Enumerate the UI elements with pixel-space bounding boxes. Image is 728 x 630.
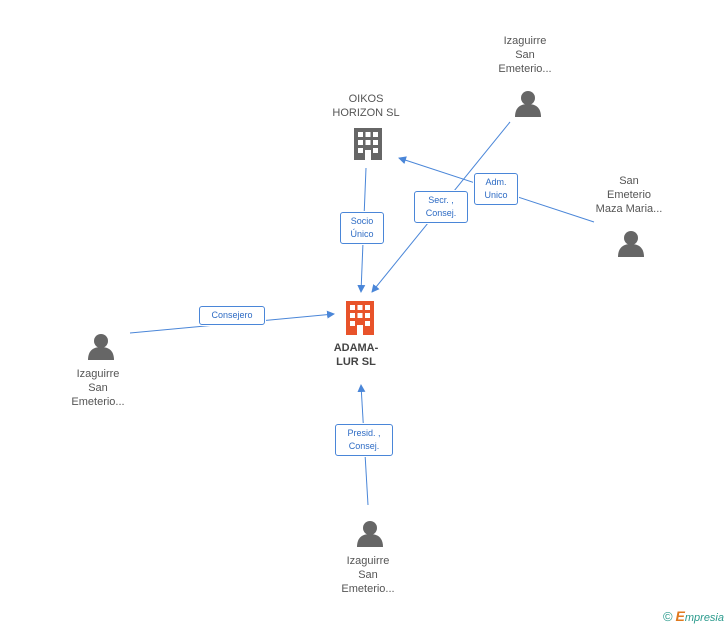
copyright-icon: © bbox=[662, 609, 673, 624]
person-label-left[interactable]: Izaguirre San Emeterio... bbox=[71, 368, 125, 408]
edge-label-adm-unico: Adm. Unico bbox=[474, 173, 518, 205]
brand-name: mpresia bbox=[684, 612, 724, 624]
company-label-oikos[interactable]: OIKOS HORIZON SL bbox=[332, 93, 400, 119]
person-icon bbox=[357, 521, 383, 547]
brand-footer[interactable]: ©Empresia bbox=[663, 608, 724, 624]
person-label-bottom[interactable]: Izaguirre San Emeterio... bbox=[341, 555, 395, 595]
person-icon bbox=[515, 91, 541, 117]
building-icon bbox=[346, 301, 374, 335]
edge-label-consejero: Consejero bbox=[199, 306, 265, 325]
edge-label-presid-consej: Presid. , Consej. bbox=[335, 424, 393, 456]
person-label-top[interactable]: Izaguirre San Emeterio... bbox=[498, 35, 552, 75]
edge-label-secr-consej: Secr. , Consej. bbox=[414, 191, 468, 223]
brand-initial: E bbox=[675, 608, 685, 624]
company-label-center[interactable]: ADAMA- LUR SL bbox=[333, 342, 379, 368]
person-icon bbox=[618, 231, 644, 257]
edge-label-socio-unico: Socio Único bbox=[340, 212, 384, 244]
building-icon bbox=[354, 128, 382, 160]
person-icon bbox=[88, 334, 114, 360]
person-label-right[interactable]: San Emeterio Maza Maria... bbox=[595, 175, 663, 215]
